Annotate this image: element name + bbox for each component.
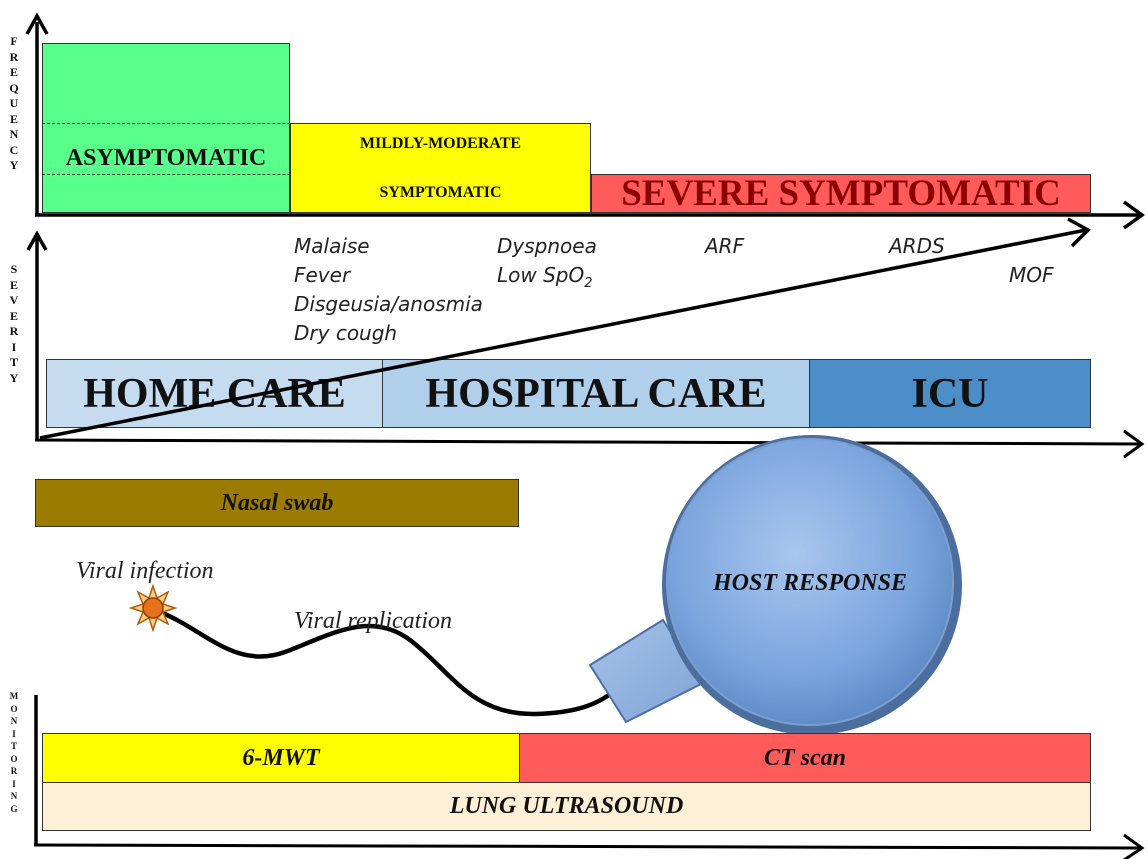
symptom-low-spo2: Low SpO2 (497, 261, 597, 298)
symptom-dyspnoea: Dyspnoea (497, 234, 597, 258)
six-mwt-bar: 6-MWT (42, 733, 520, 783)
icu-box: ICU (809, 359, 1091, 428)
asymptomatic-bar (42, 43, 290, 213)
six-mwt-label: 6-MWT (242, 744, 320, 771)
severity-y-arrowhead (26, 230, 48, 251)
low-spo2-subscript: 2 (584, 276, 593, 291)
severity-trend-arrowhead (1067, 217, 1091, 248)
symptom-mof: MOF (1009, 263, 1054, 287)
symptom-fever: Fever (294, 263, 351, 287)
severity-x-axis (34, 438, 1141, 446)
symptom-list-moderate: Dyspnoea Low SpO2 (497, 232, 597, 298)
ct-scan-bar: CT scan (519, 733, 1091, 783)
monitoring-x-axis (33, 843, 1141, 850)
lung-ultrasound-label: LUNG ULTRASOUND (449, 793, 684, 819)
icu-label: ICU (911, 370, 989, 417)
host-response-label: HOST RESPONSE (712, 570, 908, 596)
lung-ultrasound-bar: LUNG ULTRASOUND (42, 782, 1091, 831)
severity-trend-arrow (39, 228, 1087, 440)
severe-symptomatic-bar: SEVERE SYMPTOMATIC (591, 173, 1091, 214)
low-spo2-text: Low SpO (497, 263, 585, 287)
mildly-moderate-label-line1: MILDLY-MODERATE (359, 135, 522, 152)
symptom-malaise: Malaise (294, 234, 370, 258)
viral-infection-label: Viral infection (76, 558, 214, 584)
symptom-arf: ARF (705, 234, 745, 258)
viral-replication-curve (159, 609, 622, 717)
viral-replication-label: Viral replication (294, 608, 452, 634)
severe-symptomatic-label: SEVERE SYMPTOMATIC (621, 173, 1061, 214)
ct-scan-label: CT scan (763, 744, 846, 771)
symptom-ards: ARDS (889, 234, 945, 258)
virus-icon (128, 583, 178, 633)
nasal-swab-bar: Nasal swab (35, 479, 519, 527)
symptom-dry-cough: Dry cough (294, 321, 398, 345)
hospital-care-box: HOSPITAL CARE (382, 359, 810, 428)
home-care-box: HOME CARE (46, 359, 383, 428)
symptom-disgeusia: Disgeusia/anosmia (294, 292, 483, 316)
home-care-label: HOME CARE (83, 370, 346, 417)
mildly-moderate-label-line2: SYMPTOMATIC (379, 184, 502, 201)
severity-x-arrowhead (1123, 429, 1145, 459)
hospital-care-label: HOSPITAL CARE (425, 370, 767, 417)
nasal-swab-label: Nasal swab (220, 489, 334, 516)
mildly-moderate-bar (290, 123, 591, 213)
asymptomatic-label: ASYMPTOMATIC (65, 145, 267, 171)
magnifier-lens (666, 438, 954, 726)
frequency-y-arrowhead (25, 12, 49, 35)
frequency-x-arrowhead (1122, 200, 1145, 230)
symptom-list-mild: Malaise Fever Disgeusia/anosmia Dry coug… (294, 232, 483, 348)
monitoring-x-arrowhead (1123, 833, 1145, 859)
